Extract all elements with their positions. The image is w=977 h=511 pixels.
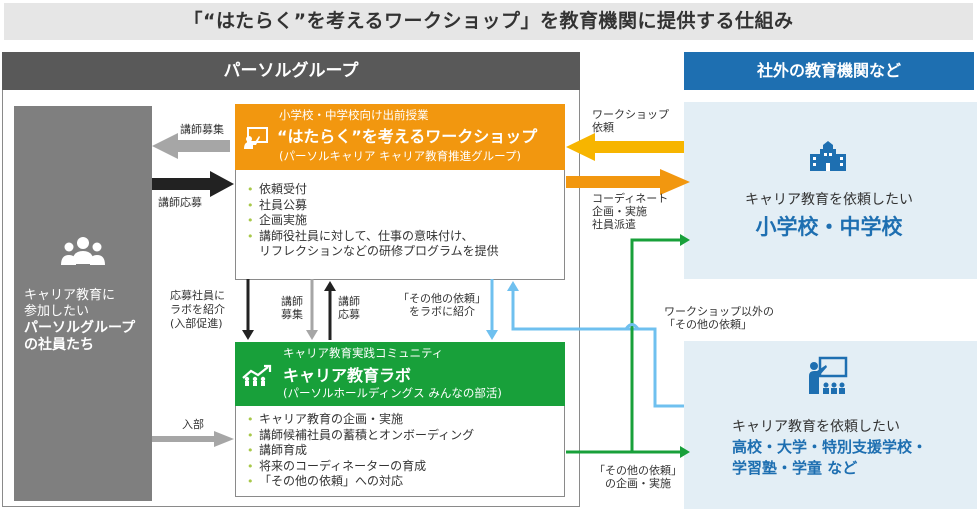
workshop-org: (パーソルキャリア キャリア教育推進グループ) <box>279 149 521 163</box>
growth-people-icon <box>242 364 272 386</box>
lab-items: •キャリア教育の企画・実施 •講師候補社員の蓄積とオンボーディング •講師育成 … <box>246 412 564 490</box>
school2-line1: 高校・大学・特別支援学校・ <box>732 438 928 456</box>
recruit-label: 講師募集 <box>180 123 224 136</box>
non-workshop-label: ワークショップ以外の 「その他の依頼」 <box>664 305 774 331</box>
employees-line2: 参加したい <box>24 304 90 319</box>
workshop-item: •企画実施 <box>247 213 308 227</box>
workshop-name: “はたらく”を考えるワークショップ <box>277 127 538 146</box>
external-header: 社外の教育機関など <box>684 52 974 90</box>
lab-item: •講師育成 <box>247 443 308 457</box>
school-building-icon <box>810 141 846 171</box>
workshop-request-arrow <box>566 133 684 161</box>
lab-name: キャリア教育ラボ <box>283 366 412 385</box>
other-plan-label: 「その他の依頼」 の企画・実施 <box>594 464 682 490</box>
employees-line1: キャリア教育に <box>24 288 116 303</box>
coordinate-label: コーディネート 企画・実施 社員派遣 <box>592 192 669 231</box>
school1-name: 小学校・中学校 <box>755 215 903 239</box>
teaching-board-icon <box>244 127 268 149</box>
workshop-items: •依頼受付 •社員公募 •企画実施 •講師役社員に対して、仕事の意味付け、 リフ… <box>246 182 564 260</box>
lab-header: キャリア教育実践コミュニティ キャリア教育ラボ (パーソルホールディングス みん… <box>235 342 565 406</box>
apply-label: 講師応募 <box>158 196 202 209</box>
join-label: 入部 <box>182 418 204 431</box>
school-box-secondary <box>684 341 977 509</box>
lab-item: •「その他の依頼」への対応 <box>247 474 404 488</box>
school2-line2: 学習塾・学童 など <box>732 459 858 477</box>
workshop-item: •講師役社員に対して、仕事の意味付け、 <box>247 228 474 243</box>
classroom-teacher-icon <box>809 356 848 394</box>
lab-org: (パーソルホールディングス みんなの部活) <box>283 386 502 400</box>
green-branch-line-2 <box>655 262 684 452</box>
title-bar: 「“はたらく”を考えるワークショップ」を教育機関に提供する仕組み <box>4 3 973 40</box>
workshop-item-continued: リフレクションなどの研修プログラムを提供 <box>259 244 499 258</box>
workshop-item: •社員公募 <box>247 197 308 212</box>
lab-body: •キャリア教育の企画・実施 •講師候補社員の蓄積とオンボーディング •講師育成 … <box>235 406 565 497</box>
workshop-body: •依頼受付 •社員公募 •企画実施 •講師役社員に対して、仕事の意味付け、 リフ… <box>235 170 565 280</box>
employees-box: キャリア教育に 参加したい パーソルグループ の社員たち <box>14 106 152 501</box>
school-box-primary <box>684 102 977 279</box>
workshop-item: •依頼受付 <box>247 182 308 196</box>
lab-caption: キャリア教育実践コミュニティ <box>283 346 444 360</box>
lecturer-apply-label: 講師 応募 <box>338 295 360 321</box>
workshop-caption: 小学校・中学校向け出前授業 <box>279 108 429 122</box>
lab-item: •将来のコーディネーターの育成 <box>247 458 427 473</box>
applicant-label: 応募社員に ラボを紹介 (入部促進) <box>170 289 225 330</box>
employees-description: キャリア教育に 参加したい パーソルグループ の社員たち <box>24 288 148 354</box>
school1-lead: キャリア教育を依頼したい <box>745 192 913 208</box>
group-header: パーソルグループ <box>2 52 580 90</box>
page-title: 「“はたらく”を考えるワークショップ」を教育機関に提供する仕組み <box>183 10 794 32</box>
school2-lead: キャリア教育を依頼したい <box>732 419 900 435</box>
other-intro-label: 「その他の依頼」 をラボに紹介 <box>398 292 486 318</box>
lecturer-recruit-label: 講師 募集 <box>281 295 303 321</box>
lab-item: •講師候補社員の蓄積とオンボーディング <box>247 427 475 442</box>
green-branch-line <box>630 238 684 452</box>
employees-bold2: の社員たち <box>24 337 94 353</box>
workshop-request-label: ワークショップ 依頼 <box>592 108 669 134</box>
workshop-header: 小学校・中学校向け出前授業 “はたらく”を考えるワークショップ (パーソルキャリ… <box>235 104 565 170</box>
employees-bold1: パーソルグループ <box>24 320 136 336</box>
people-icon <box>61 237 105 265</box>
lab-item: •キャリア教育の企画・実施 <box>247 412 404 426</box>
